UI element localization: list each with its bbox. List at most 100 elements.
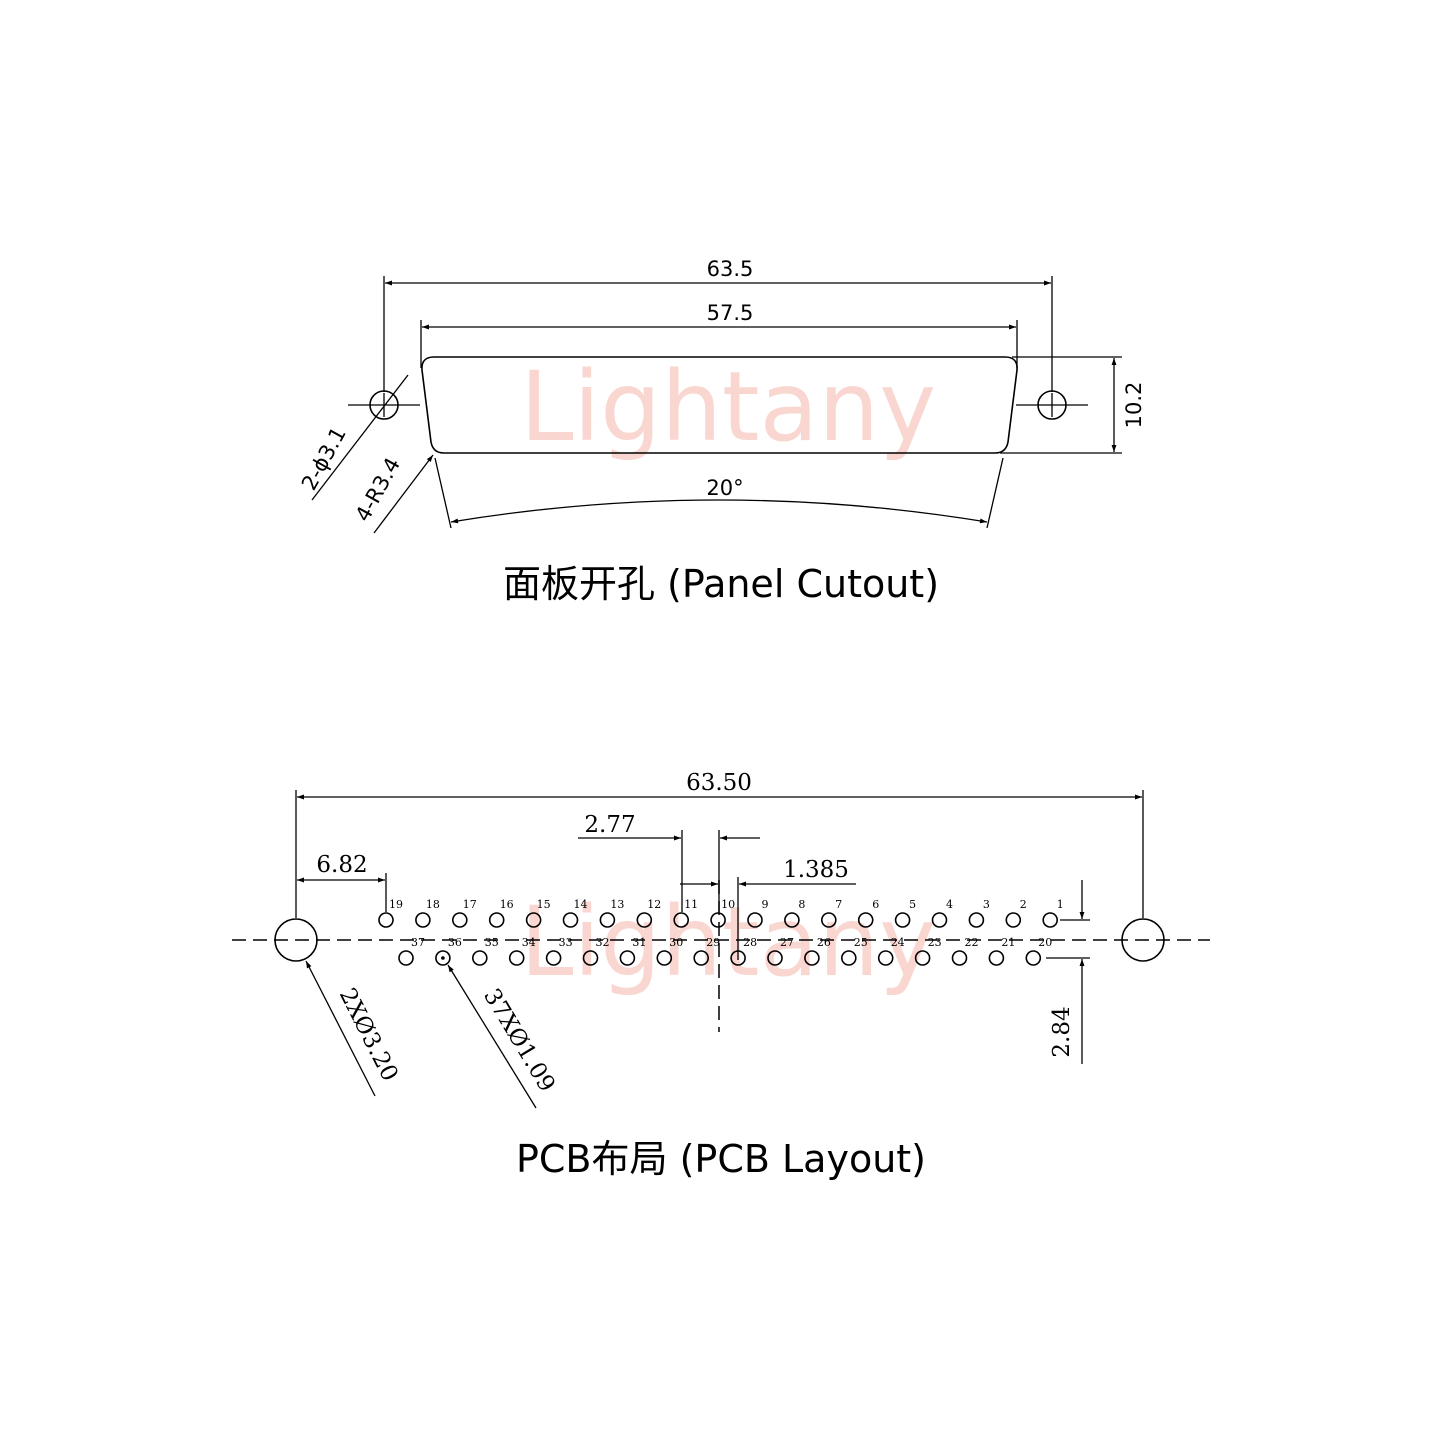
pin-number-label: 5 [909,898,916,911]
dim-corner-radius-label: 4-R3.4 [351,454,405,526]
leader-hole-diameter [311,374,409,501]
leader-corner-radius [373,454,434,534]
pin-number-label: 18 [426,898,440,911]
pin-number-label: 11 [684,898,698,911]
pin-hole-bottom [435,950,451,966]
pin-number-label: 8 [798,898,805,911]
pin-hole-bottom [471,950,488,966]
panel-cutout-view: 63.5 57.5 10.2 20° 2-ϕ3.1 4-R3.4 面板开孔 (P… [297,257,1146,606]
pin-row-top: 19 18 17 16 15 14 13 12 11 10 9 8 7 6 5 4 3 2 1 [378,898,1064,928]
pin-hole-bottom [693,950,710,966]
pin-hole-top [968,912,985,928]
pin-hole-bottom [988,950,1005,966]
pin-hole-bottom [582,950,599,966]
pin-number-label: 29 [706,936,720,949]
pin-number-label: 30 [669,936,683,949]
pin-hole-top [894,912,911,928]
pin-number-label: 2 [1020,898,1027,911]
pin-hole-top [931,912,948,928]
pin-number-label: 28 [743,936,757,949]
dim-overall-width-label: 63.5 [707,257,754,281]
pin-number-label: 1 [1057,898,1064,911]
pin-hole-top [857,912,874,928]
pin-hole-bottom [656,950,673,966]
pin-number-label: 19 [389,898,403,911]
pin-number-label: 13 [610,898,624,911]
pin-hole-top [1042,912,1058,928]
pin-number-label: 23 [928,936,942,949]
d-sub-opening-outline [421,356,1018,454]
ext-line-angle-left [434,457,452,529]
pin-number-label: 32 [596,936,610,949]
pin-number-label: 4 [946,898,953,911]
watermark-bottom: Lightany [520,886,936,998]
pin-hole-top [415,912,431,928]
pin-hole-top [673,912,690,928]
dim-arc-angle [450,499,988,524]
dim-row-spacing-label: 2.84 [1049,1006,1075,1057]
pin-hole-bottom [1025,950,1042,966]
pin-hole-top [451,912,468,928]
pin-number-label: 16 [500,898,514,911]
pin-number-label: 7 [835,898,842,911]
dim-half-pitch-label: 1.385 [783,857,849,883]
pin-number-label: 15 [537,898,551,911]
dim-pcb-overall-label: 63.50 [686,770,752,796]
pin-number-label: 37 [411,936,425,949]
pin-hole-bottom [840,950,857,966]
pin-number-label: 14 [574,898,588,911]
pin-hole-top [820,912,837,928]
pin-number-label: 17 [463,898,477,911]
pin-hole-bottom [951,950,968,966]
watermark-top: Lightany [520,351,936,463]
pin-hole-top [1005,912,1022,928]
pin-hole-bottom [877,950,894,966]
ext-line-angle-right [986,457,1004,529]
pin-number-label: 26 [817,936,831,949]
pin-hole-top [710,912,726,928]
dim-angle-label: 20° [706,476,743,500]
pin-number-label: 24 [891,936,905,949]
pin-hole-bottom [398,950,414,966]
pin-hole-top [784,912,800,928]
pin-number-label: 34 [522,936,536,949]
pin-hole-top [525,912,542,928]
pin-number-label: 21 [1001,936,1015,949]
pin-hole-bottom [767,950,783,966]
pin-hole-top [378,912,394,928]
pin-number-label: 9 [762,898,769,911]
leader-pin-holes [447,964,537,1109]
pin-hole-top [562,912,579,928]
pin-hole-bottom [545,950,562,966]
pcb-layout-title: PCB布局 (PCB Layout) [516,1137,926,1181]
pin-number-label: 10 [721,898,735,911]
pin-hole-bottom [619,950,636,966]
pin-hole-top [747,912,763,928]
dim-pitch-label: 2.77 [584,812,635,838]
pcb-mount-hole-right [1121,918,1165,962]
pin-number-label: 22 [965,936,979,949]
pin-36-center-mark [441,956,445,960]
pin-number-label: 3 [983,898,990,911]
pin-hole-bottom [804,950,820,966]
pin-number-label: 25 [854,936,868,949]
pin-number-label: 6 [872,898,879,911]
pin-hole-bottom [508,950,525,966]
dim-first-pin-offset-label: 6.82 [316,852,367,878]
dim-opening-width-label: 57.5 [707,301,754,325]
pin-number-label: 36 [448,936,462,949]
pcb-mount-hole-left [274,918,318,962]
panel-cutout-title: 面板开孔 (Panel Cutout) [503,562,939,606]
pin-hole-top [599,912,616,928]
dim-height-label: 10.2 [1122,382,1146,429]
leader-mount-holes [305,960,376,1097]
pin-number-label: 27 [780,936,794,949]
pin-hole-bottom [914,950,931,966]
pin-number-label: 12 [647,898,661,911]
pin-number-label: 33 [559,936,573,949]
pin-number-label: 20 [1038,936,1052,949]
pin-hole-top [488,912,505,928]
pin-hole-top [636,912,653,928]
